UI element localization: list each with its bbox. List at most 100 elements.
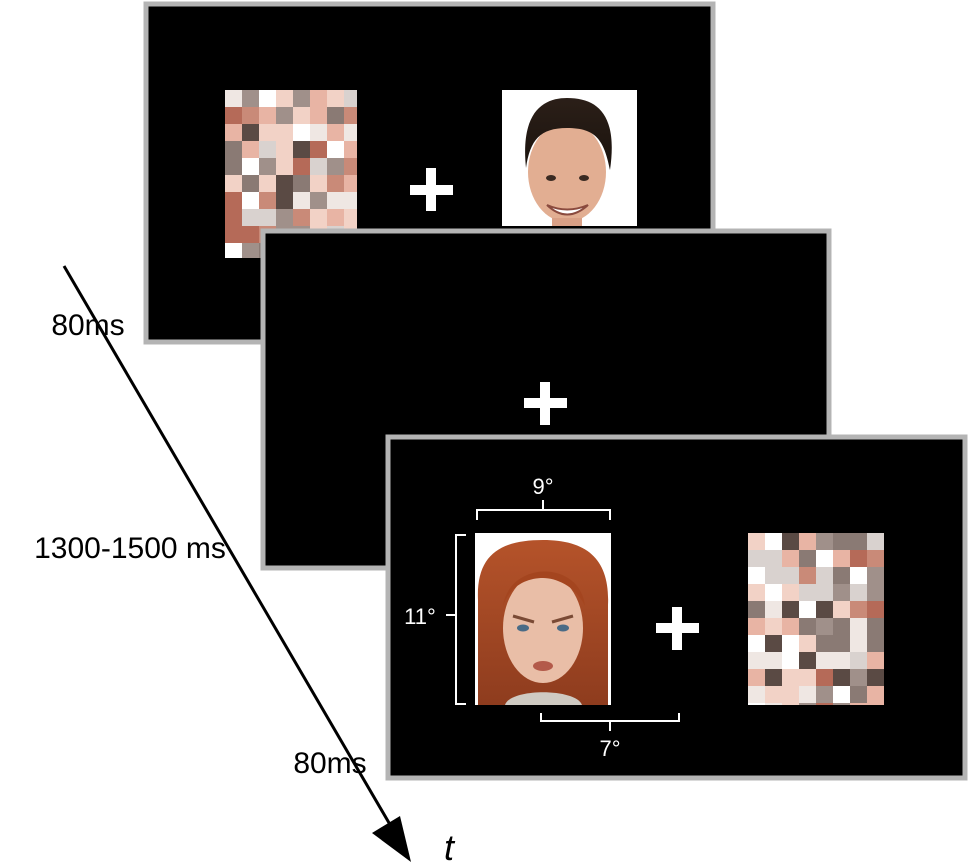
mosaic-tile [765,618,782,635]
mosaic-tile [833,686,850,703]
mosaic-tile [276,124,293,141]
mosaic-tile [748,567,765,584]
mosaic-tile [293,107,310,124]
mosaic-tile [259,107,276,124]
mosaic-tile [867,703,884,705]
mosaic-tile [344,209,357,226]
mosaic-tile [782,635,799,652]
mosaic-tile [816,550,833,567]
mosaic-tile [242,124,259,141]
mosaic-tile [748,669,765,686]
mosaic-tile [816,584,833,601]
mosaic-tile [225,243,242,258]
mosaic-tile [344,107,357,124]
mosaic-tile [782,567,799,584]
fixation-cross [524,382,567,425]
mosaic-tile [276,192,293,209]
mosaic-tile [816,635,833,652]
mosaic-tile [850,652,867,669]
mosaic-tile [748,635,765,652]
mosaic-tile [850,567,867,584]
mosaic-tile [259,124,276,141]
mosaic-tile [833,703,850,705]
mosaic-tile [799,618,816,635]
mosaic-tile [310,158,327,175]
mosaic-tile [833,652,850,669]
mosaic-tile [765,635,782,652]
mosaic-tile [293,209,310,226]
mosaic-tile [867,652,884,669]
mosaic-tile [833,550,850,567]
duration-label-1: 80ms [51,309,124,342]
mosaic-tile [850,618,867,635]
mosaic-tile [310,175,327,192]
mosaic-tile [344,141,357,158]
mosaic-tile [816,703,833,705]
mosaic-tile [327,141,344,158]
mosaic-tile [225,158,242,175]
mosaic-tile [816,652,833,669]
mosaic-tile [310,124,327,141]
mosaic-tile [799,669,816,686]
mosaic-tile [782,703,799,705]
mosaic-tile [276,107,293,124]
mosaic-tile [765,601,782,618]
mosaic-tile [765,686,782,703]
mosaic-tile [748,533,765,550]
mosaic-tile [225,141,242,158]
mosaic-tile [344,175,357,192]
mosaic-tile [276,175,293,192]
fixation-cross [410,168,453,211]
height-label: 11° [404,604,436,629]
mosaic-tile [867,584,884,601]
mosaic-tile [850,601,867,618]
mosaic-tile [799,686,816,703]
eccentricity-label: 7° [599,736,620,761]
mosaic-tile [276,90,293,107]
mosaic-tile [850,635,867,652]
mosaic-tile [782,618,799,635]
mosaic-tile [327,90,344,107]
mosaic-tile [327,107,344,124]
mosaic-tile [765,550,782,567]
mosaic-tile [782,686,799,703]
mosaic-tile [327,158,344,175]
mosaic-tile [225,226,242,243]
mosaic-tile [850,550,867,567]
mosaic-tile [310,90,327,107]
mosaic-tile [242,243,259,258]
mosaic-tile [276,141,293,158]
mosaic-tile [816,669,833,686]
mosaic-tile [816,567,833,584]
mosaic-tile [293,192,310,209]
mosaic-tile [782,584,799,601]
width-bracket [476,500,611,520]
mosaic-tile [327,209,344,226]
mosaic-tile [344,158,357,175]
mosaic-tile [344,124,357,141]
mosaic-tile [225,192,242,209]
mosaic-tile [225,90,242,107]
mosaic-tile [293,90,310,107]
mosaic-tile [259,209,276,226]
mosaic-tile [310,209,327,226]
mosaic-tile [850,669,867,686]
mosaic-tile [833,601,850,618]
mosaic-tile [242,175,259,192]
mosaic-tile [833,533,850,550]
mosaic-tile [748,703,765,705]
mosaic-tile [833,635,850,652]
mosaic-tile [782,601,799,618]
mosaic-tile [867,635,884,652]
fixation-cross [656,607,699,650]
mosaic-tile [310,192,327,209]
mosaic-tile [242,209,259,226]
mosaic-tile [765,533,782,550]
time-axis-label: t [444,827,456,867]
mosaic-tile [748,601,765,618]
mosaic-tile [867,550,884,567]
mosaic-tile [748,550,765,567]
mosaic-tile [242,107,259,124]
mosaic-tile [259,192,276,209]
